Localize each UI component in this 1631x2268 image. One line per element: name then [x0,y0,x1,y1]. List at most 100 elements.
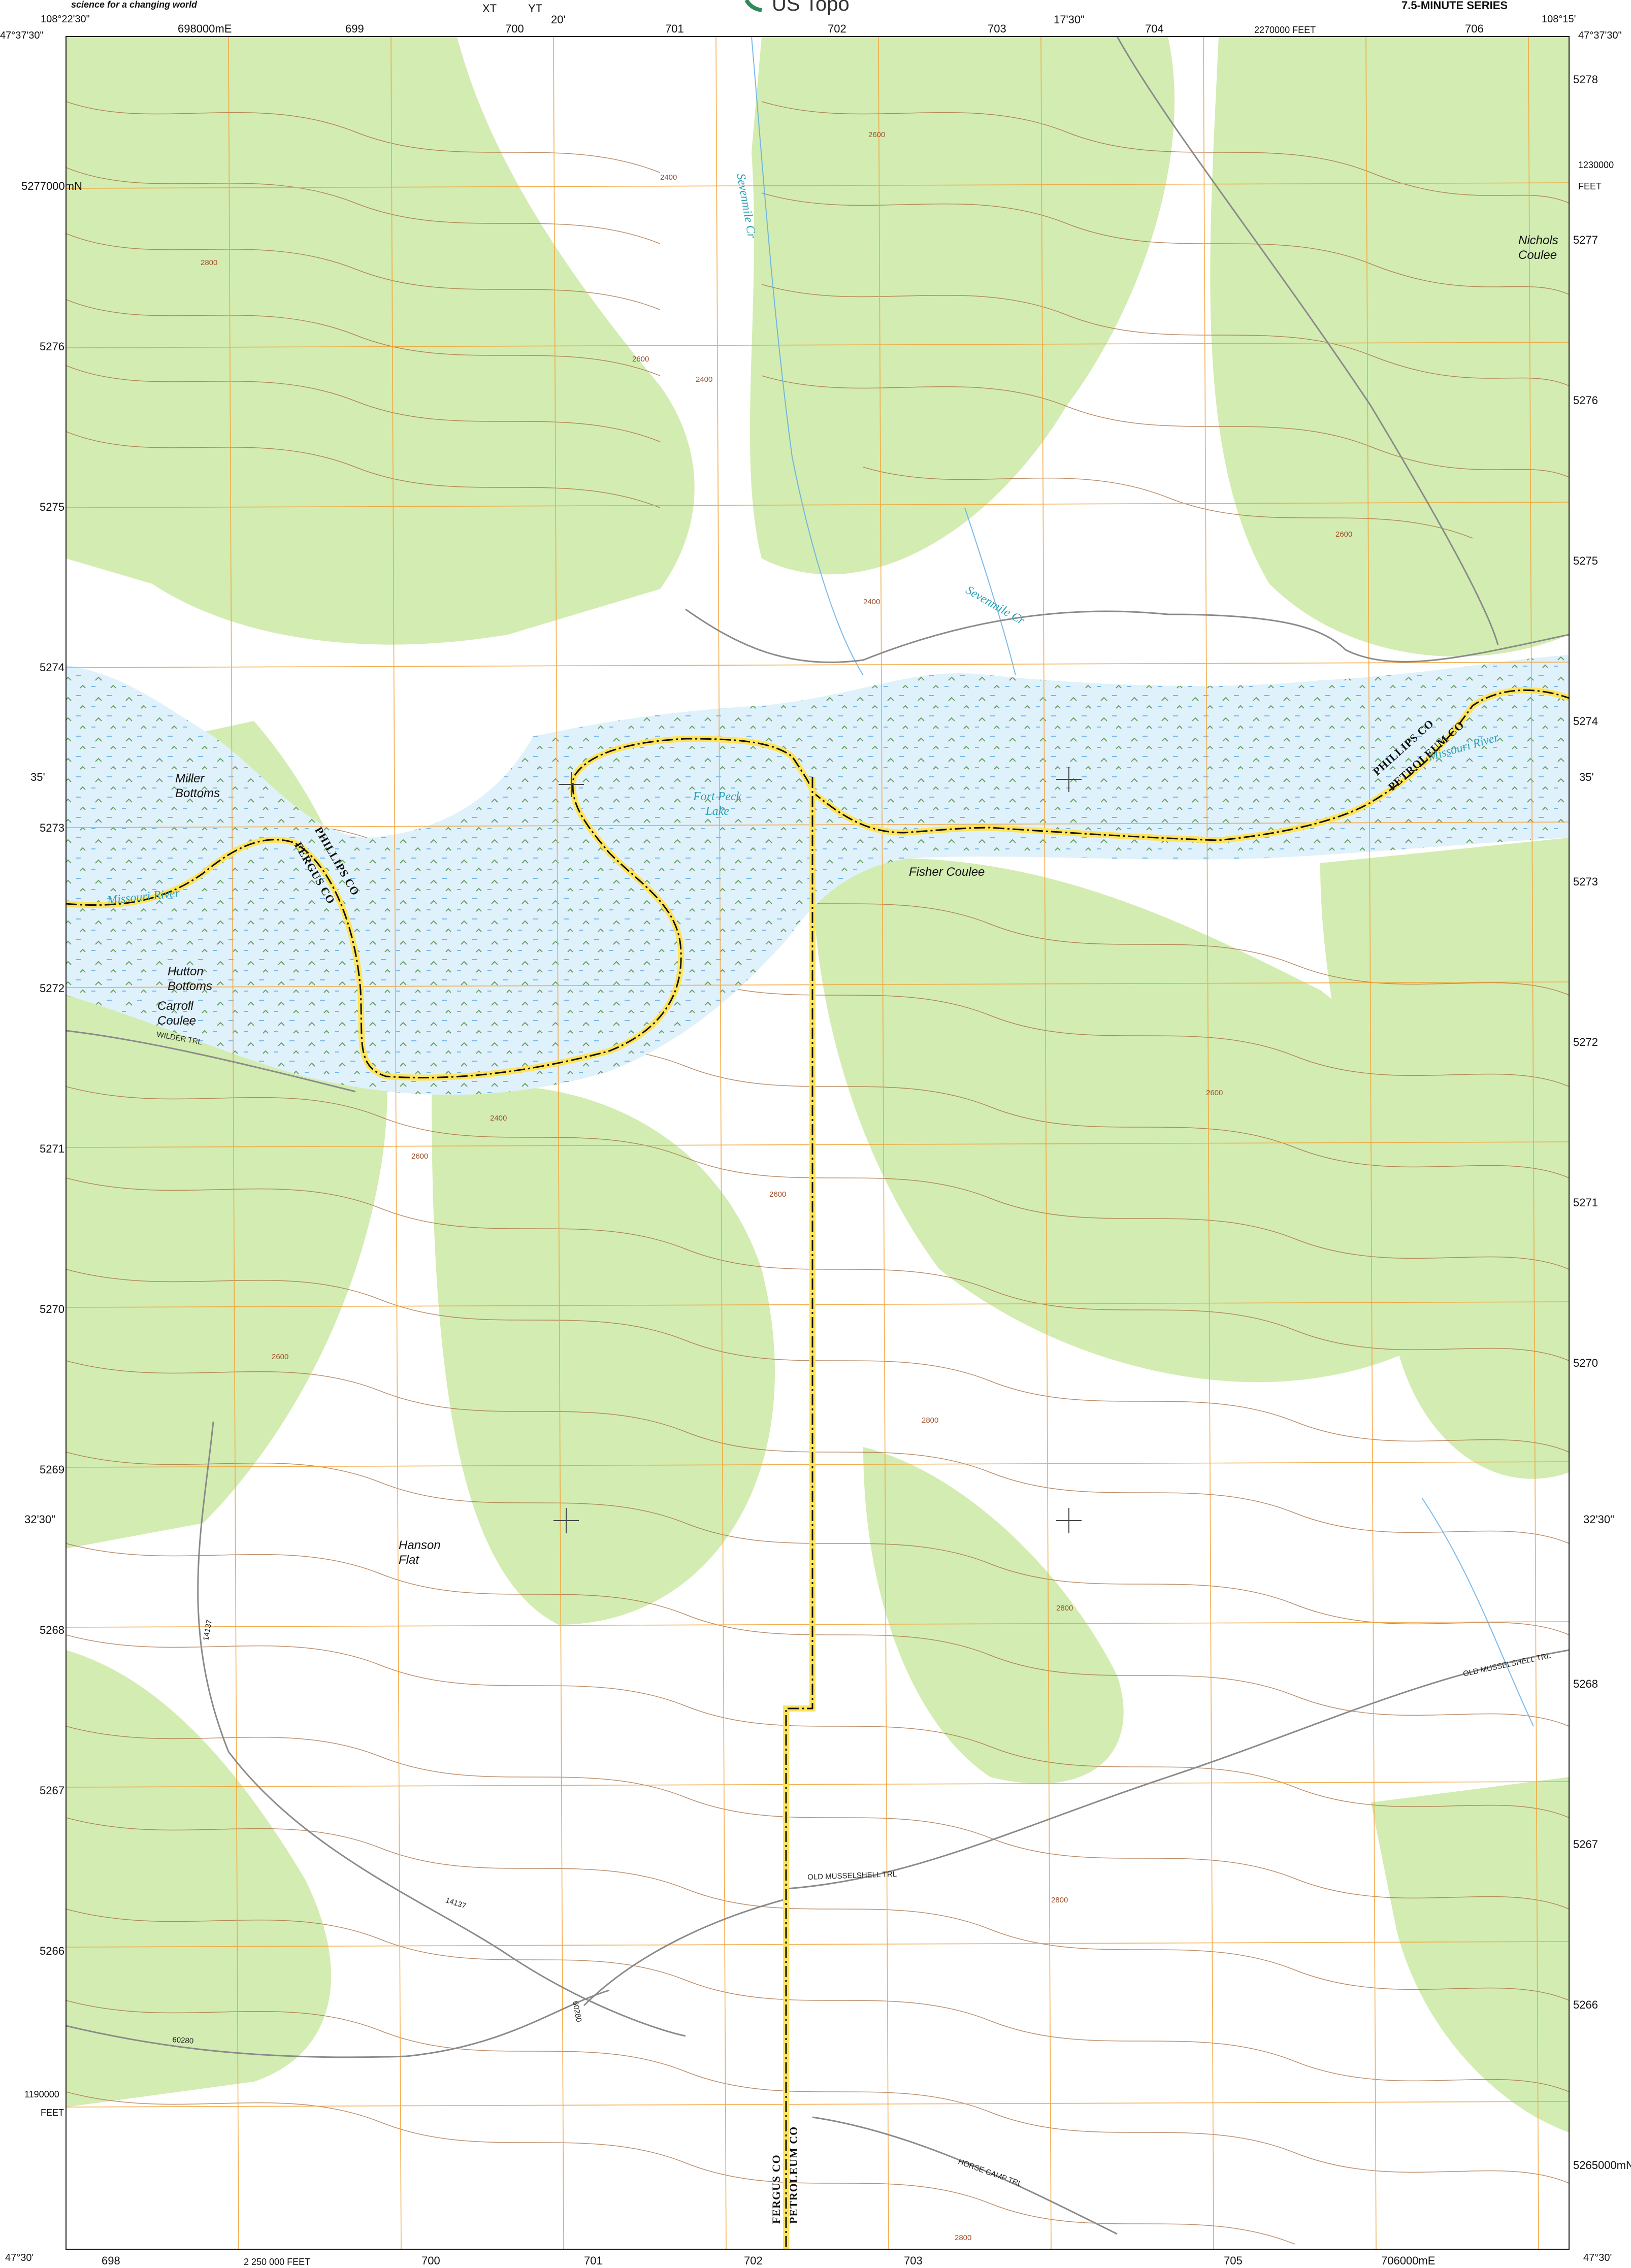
bottom-grid-698: 698 [102,2254,120,2267]
left-grid-5271: 5271 [40,1142,64,1155]
bottom-grid-706000: 706000mE [1381,2254,1436,2267]
ne-corner-longitude: 108°15' [1542,14,1576,25]
contour-label: 2400 [660,173,677,182]
bottom-grid-700: 700 [421,2254,440,2267]
bottom-feet-2250000: 2 250 000 FEET [244,2257,311,2267]
left-feet-1190000: 1190000 [24,2089,59,2099]
right-grid-5273: 5273 [1573,875,1598,888]
bottom-grid-702: 702 [744,2254,763,2267]
neatline [66,36,1570,2250]
contour-label: 2600 [1335,530,1353,539]
water-fort-peck-lake: Fort Peck Lake [693,790,742,818]
top-grid-703: 703 [988,22,1006,35]
right-grid-5272: 5272 [1573,1036,1598,1048]
top-grid-702: 702 [828,22,846,35]
contour-label: 2600 [411,1152,429,1161]
place-nichols-coulee: Nichols Coulee [1518,234,1558,262]
right-grid-5275: 5275 [1573,554,1598,567]
left-latitude-32-30: 32'30" [24,1513,55,1526]
place-carroll-coulee: Carroll Coulee [157,999,197,1028]
top-grid-700: 700 [505,22,524,35]
top-longitude-17-30: 17'30" [1054,13,1085,26]
streams [751,37,1534,1727]
contour-label: 2600 [272,1353,289,1361]
right-feet-1230000: 1230000 [1578,160,1614,170]
contour-label: 2800 [201,258,218,267]
contour-label: 2800 [922,1416,939,1425]
contour-label: 2600 [769,1190,787,1199]
county-boundary [66,687,1569,2249]
county-fergus-south: FERGUS CO [770,2154,782,2224]
contour-label: 2400 [863,598,880,606]
county-petroleum-south: PETROLEUM CO [787,2126,800,2224]
contour-label: 2600 [868,130,886,139]
contour-label: 2800 [955,2233,972,2242]
road-60280: 60280 [172,2035,194,2046]
ne-corner-latitude: 47°37'30" [1578,30,1622,41]
left-grid-5275: 5275 [40,501,64,513]
place-hutton-bottoms: Hutton Bottoms [168,965,213,993]
left-grid-5273: 5273 [40,821,64,834]
left-grid-5267: 5267 [40,1784,64,1797]
top-longitude-20: 20' [551,13,566,26]
right-grid-5271: 5271 [1573,1196,1598,1209]
right-grid-5265000: 5265000mN [1573,2159,1631,2172]
fort-peck-lake-water [66,655,1569,1095]
bottom-grid-701: 701 [584,2254,603,2267]
top-xt-label: XT [482,2,497,15]
left-grid-5269: 5269 [40,1463,64,1476]
right-grid-5268: 5268 [1573,1678,1598,1690]
contour-label: 2600 [1206,1089,1223,1097]
left-latitude-35: 35' [30,771,45,783]
left-grid-5272: 5272 [40,982,64,995]
left-feet-unit: FEET [41,2108,64,2118]
place-miller-bottoms: Miller Bottoms [175,772,220,800]
bottom-grid-705: 705 [1224,2254,1243,2267]
top-grid-706: 706 [1465,22,1484,35]
utm-grid [66,37,1569,2249]
place-hanson-flat: Hanson Flat [399,1538,441,1567]
left-grid-5270: 5270 [40,1303,64,1316]
right-latitude-35: 35' [1579,771,1594,783]
nw-corner-longitude: 108°22'30" [41,14,90,25]
top-feet-2270000: 2270000 FEET [1254,25,1316,35]
right-grid-5266: 5266 [1573,1998,1598,2011]
contour-label: 2400 [696,375,713,384]
right-grid-5267: 5267 [1573,1838,1598,1851]
left-grid-5277000: 5277000mN [21,180,82,192]
left-grid-5274: 5274 [40,661,64,674]
top-grid-704: 704 [1145,22,1164,35]
sw-corner-latitude: 47°30' [5,2252,34,2263]
right-grid-5270: 5270 [1573,1357,1598,1369]
contour-label: 2400 [490,1114,507,1123]
left-grid-5268: 5268 [40,1624,64,1636]
top-grid-701: 701 [665,22,684,35]
contour-label: 2800 [1056,1604,1073,1613]
series-title: 7.5-MINUTE SERIES [1401,0,1508,12]
top-yt-label: YT [528,2,543,15]
right-feet-unit: FEET [1578,181,1602,191]
place-fisher-coulee: Fisher Coulee [909,865,985,879]
bottom-grid-703: 703 [904,2254,923,2267]
right-grid-5277: 5277 [1573,234,1598,246]
left-grid-5276: 5276 [40,340,64,353]
vegetation-areas [66,37,1569,2132]
top-grid-698000: 698000mE [178,22,232,35]
right-grid-5274: 5274 [1573,715,1598,728]
right-latitude-32-30: 32'30" [1583,1513,1614,1526]
section-crosses [553,767,1082,1533]
left-grid-5266: 5266 [40,1945,64,1957]
nw-corner-latitude: 47°37'30" [0,30,44,41]
brand-title: US Topo [772,0,850,15]
contour-label: 2800 [1051,1896,1068,1904]
roads [66,37,1569,2235]
top-grid-699: 699 [345,22,364,35]
right-grid-5278: 5278 [1573,73,1598,86]
agency-tagline: science for a changing world [71,0,198,10]
contour-lines [66,101,1569,2245]
se-corner-latitude: 47°30' [1583,2252,1612,2263]
contour-label: 2600 [632,355,649,364]
usgs-logo [744,0,762,12]
right-grid-5276: 5276 [1573,394,1598,407]
